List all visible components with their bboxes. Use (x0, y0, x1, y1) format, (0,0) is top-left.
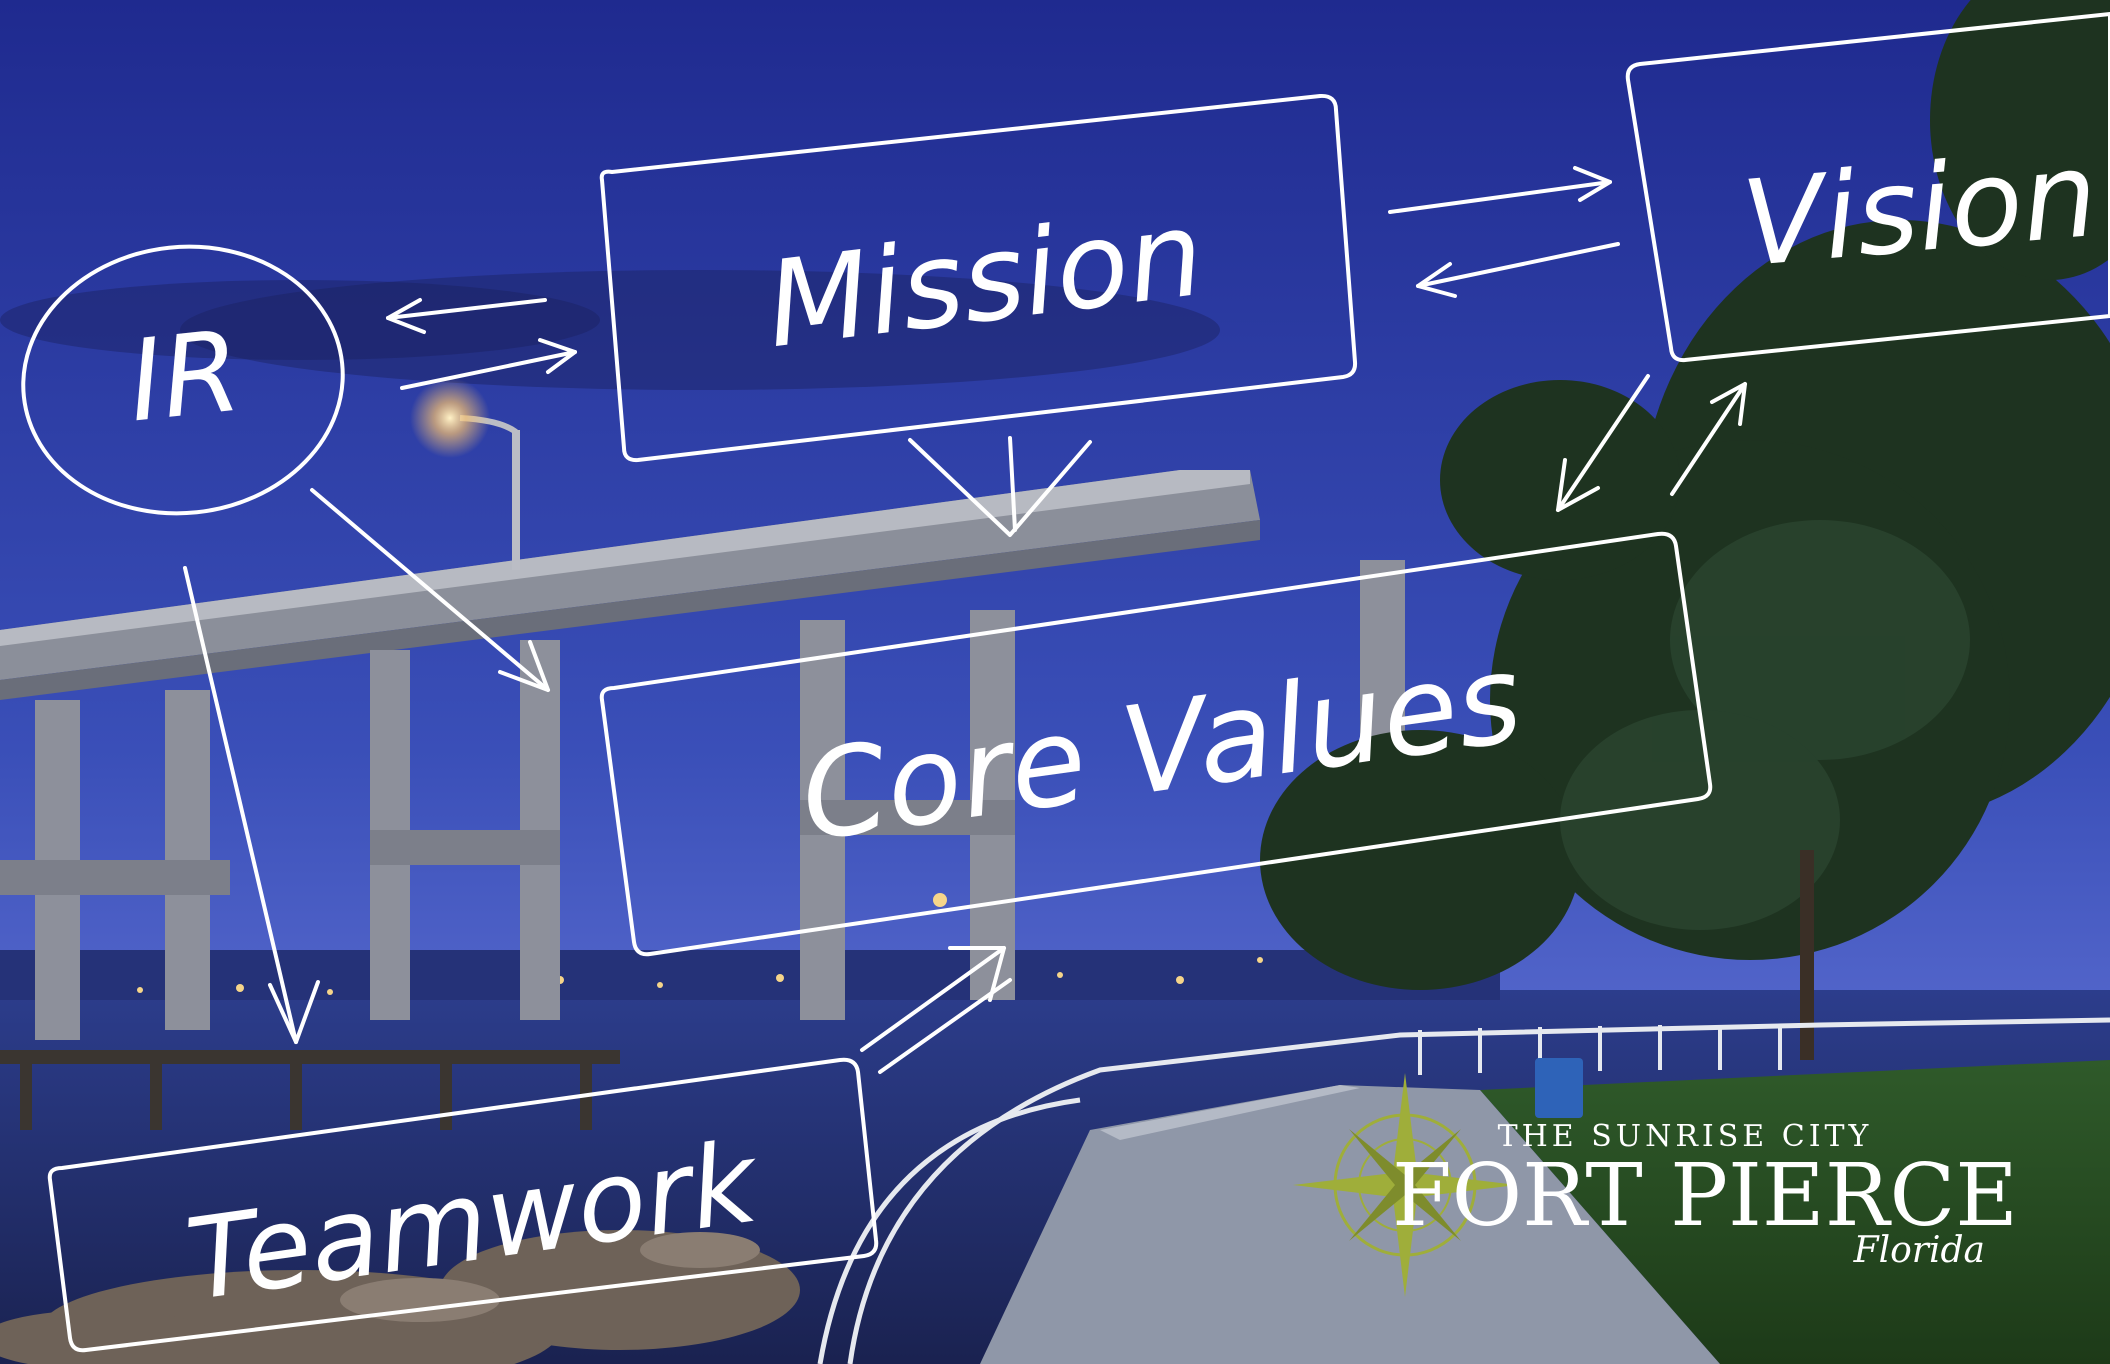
ir-circle-shape (21, 244, 345, 516)
arrow-vision-to-core-values (1556, 374, 1650, 512)
logo-tagline: THE SUNRISE CITY (1498, 1119, 1873, 1154)
ir-label: IR (123, 307, 247, 448)
arrow-mission-to-vision (1388, 166, 1612, 214)
core-values-box-shape (599, 531, 1713, 957)
logo-name: FORT PIERCE (1392, 1146, 2018, 1246)
node-ir (21, 244, 345, 516)
arrow-teamwork-to-core-values (860, 946, 1012, 1074)
fort-pierce-logo: THE SUNRISE CITY FORT PIERCE Florida (1293, 1073, 2018, 1297)
mission-box-shape (599, 93, 1358, 463)
arrow-ir-to-teamwork (183, 566, 320, 1044)
arrow-mission-to-ir (386, 298, 547, 334)
teamwork-box-shape (47, 1057, 879, 1353)
compass-icon (1293, 1073, 1517, 1297)
arrow-ir-to-mission (400, 338, 577, 390)
vision-box-shape (1625, 12, 2110, 363)
vision-label: Vision (1737, 125, 2102, 293)
logo-state: Florida (1853, 1230, 1985, 1271)
diagram (21, 12, 2110, 1353)
arrow-mission-to-core-values (908, 436, 1092, 537)
arrow-vision-to-mission (1416, 242, 1620, 298)
arrow-core-values-to-vision (1670, 382, 1747, 496)
arrow-ir-to-core-values (310, 488, 550, 692)
